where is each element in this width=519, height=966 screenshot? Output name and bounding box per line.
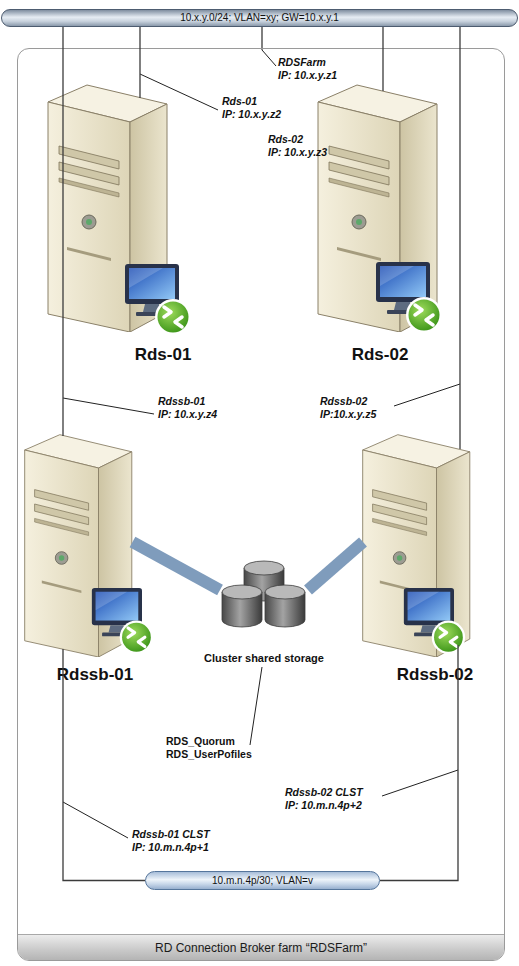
server-node: Rdssb-02 [360,432,473,657]
callout-label: RDS_UserPofiles [166,748,252,761]
storage-cylinders [222,561,305,627]
server-icon [363,435,470,657]
rdp-icon [125,264,191,335]
disk-top [244,561,284,575]
leader-line [382,770,458,796]
callout-label: Rdssb-02 [320,395,367,408]
network-bar: 10.x.y.0/24; VLAN=xy; GW=10.x.y.1 [1,9,518,27]
rdp-icon [404,588,465,654]
callout-label: Rds-02 [268,133,303,146]
leader-line [63,398,154,414]
network-segment: 10.m.n.4p/30; VLAN=v [145,871,380,890]
callout-label: IP: 10.x.y.z4 [158,408,217,421]
network-label: 10.m.n.4p/30; VLAN=v [146,872,379,889]
rdp-icon [376,262,442,333]
storage-link [308,542,363,590]
cluster-ip-wire [261,27,262,50]
callout-label: IP: 10.x.y.z2 [222,108,281,121]
rdp-icon [92,588,153,654]
callout-label: IP: 10.x.y.z3 [268,146,327,159]
storage-name: Cluster shared storage [180,652,348,665]
callout-label: Rds-01 [222,95,257,108]
callout-label: IP: 10.m.n.4p+1 [132,841,209,854]
network-wire [459,27,460,449]
server-node: Rds-02 [315,82,440,332]
callout-label: RDSFarm [278,56,326,69]
leader-line [250,667,262,745]
server-node: Rds-01 [45,82,170,332]
server-name: Rds-01 [103,345,223,365]
leader-line [262,50,276,66]
leader-line [394,384,460,406]
farm-title: RD Connection Broker farm “RDSFarm” [18,934,504,960]
network-label: 10.x.y.0/24; VLAN=xy; GW=10.x.y.1 [2,10,517,26]
callout-label: IP: 10.x.y.z1 [278,69,337,82]
network-wire [382,27,383,91]
server-node: Rdssb-01 [22,432,135,657]
network-wire [139,27,140,98]
disk-top [265,585,305,599]
storage-link [133,542,221,590]
network-wire [62,27,63,436]
leader-line [63,802,128,838]
disk-top [222,585,262,599]
callout-label: RDS_Quorum [166,735,235,748]
farm-frame: Rds-01Rds-02Rdssb-01Rdssb-02Cluster shar… [17,48,505,961]
server-name: Rdssb-01 [35,665,155,685]
server-name: Rdssb-02 [375,665,495,685]
callout-label: Rdssb-01 CLST [132,828,210,841]
callout-label: IP: 10.m.n.4p+2 [285,799,362,812]
callout-label: IP:10.x.y.z5 [320,408,376,421]
server-name: Rds-02 [320,345,440,365]
callout-label: Rdssb-02 CLST [285,786,363,799]
callout-label: Rdssb-01 [158,395,205,408]
storage-node: Cluster shared storage [220,560,308,630]
